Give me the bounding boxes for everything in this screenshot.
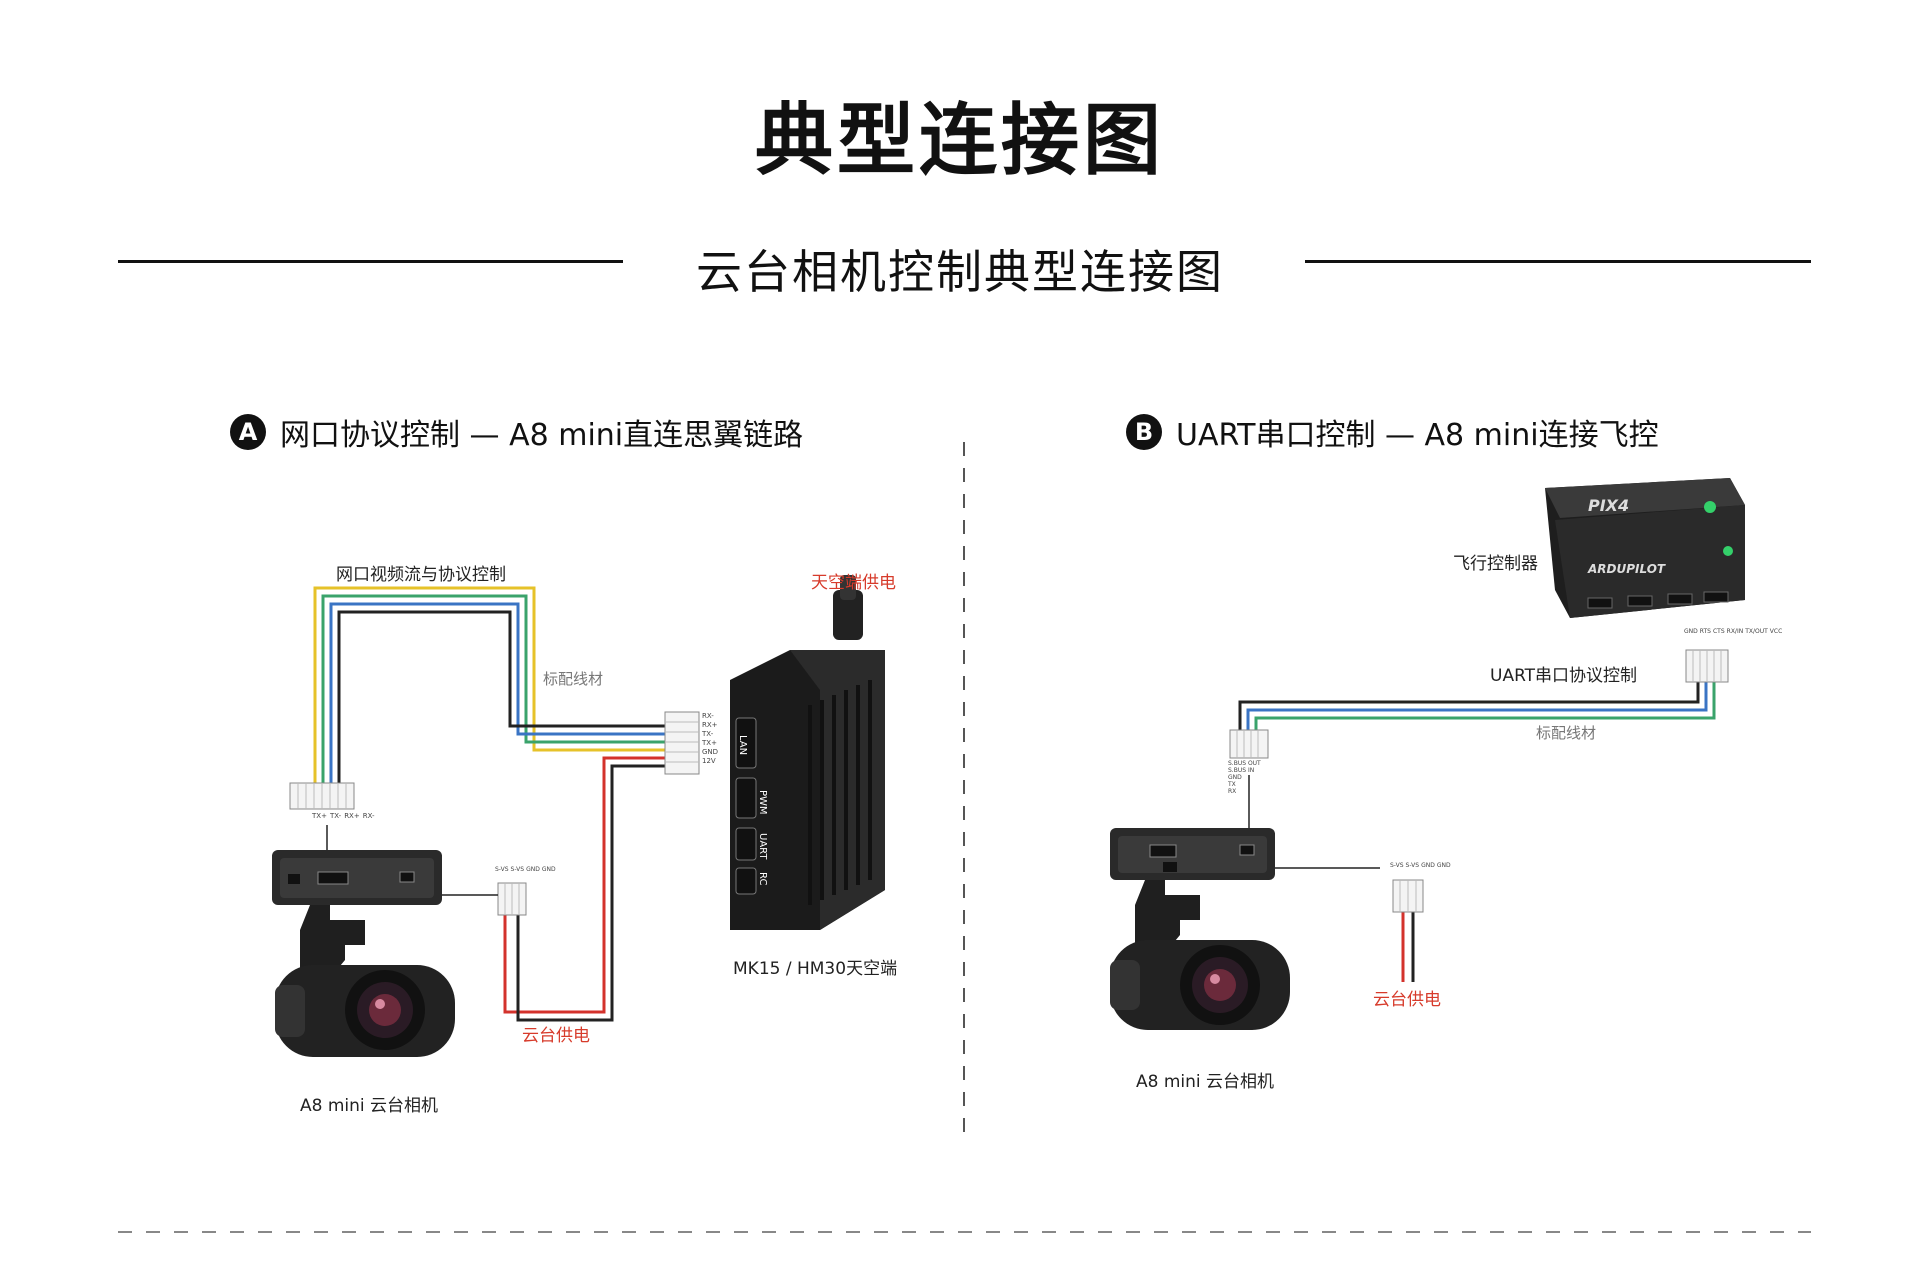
subtitle-right-rule xyxy=(1305,260,1811,263)
section-a-power-connector xyxy=(430,882,527,916)
pin-label: GND xyxy=(1684,628,1698,635)
section-a-std-cable-label: 标配线材 xyxy=(543,670,604,688)
pin-label: RX+ xyxy=(702,721,718,729)
section-b-std-cable-label: 标配线材 xyxy=(1536,724,1597,742)
section-a-air-unit xyxy=(730,575,885,930)
section-b-fc-pin-labels: GND RTS CTS RX/IN TX/OUT VCC xyxy=(1684,628,1782,635)
pin-label: RX xyxy=(1228,788,1237,795)
pin-label: GND xyxy=(526,866,540,873)
section-a-airunit-pin-labels: RX- RX+ TX- TX+ GND 12V xyxy=(702,712,718,766)
pin-label: TX/OUT xyxy=(1745,628,1768,635)
pin-label: RX+ xyxy=(344,812,360,820)
pin-label: GND xyxy=(1421,862,1435,869)
section-b-power-pin-labels: S-VS S-VS GND GND xyxy=(1390,862,1451,869)
section-b-title: UART串口控制 — A8 mini连接飞控 xyxy=(1176,418,1659,453)
pin-label: TX xyxy=(1228,781,1236,788)
page-subtitle: 云台相机控制典型连接图 xyxy=(696,245,1224,299)
section-a-airunit-connector xyxy=(664,711,700,775)
pin-label: S-VS xyxy=(510,866,525,873)
pin-label: S.BUS IN xyxy=(1228,767,1255,774)
pin-label: RTS xyxy=(1699,628,1711,635)
section-a-air-power-label: 天空端供电 xyxy=(811,573,896,593)
pin-label: GND xyxy=(1436,862,1451,869)
port-label-rc: RC xyxy=(757,872,768,886)
section-b-heading: B UART串口控制 — A8 mini连接飞控 xyxy=(1126,410,1659,454)
section-a-camera-connector xyxy=(289,782,355,860)
section-b-camera-pin-labels: S.BUS OUT S.BUS IN GND TX RX xyxy=(1228,760,1261,795)
section-a-badge: A xyxy=(230,414,266,450)
pin-label: 12V xyxy=(702,757,716,765)
section-a-title: 网口协议控制 — A8 mini直连思翼链路 xyxy=(280,418,804,453)
section-a-camera xyxy=(272,850,455,1057)
section-a-power-pin-labels: S-VS S-VS GND GND xyxy=(495,866,556,873)
pin-label: S-VS xyxy=(1405,862,1420,869)
pin-label: CTS xyxy=(1712,628,1725,635)
section-a-camera-pin-labels: TX+ TX- RX+ RX- xyxy=(312,812,375,820)
section-b-fc-label: 飞行控制器 xyxy=(1453,554,1538,574)
port-label-uart: UART xyxy=(757,833,768,860)
page-title: 典型连接图 xyxy=(754,96,1165,186)
pin-label: TX- xyxy=(329,812,342,820)
section-a-gimbal-power-label: 云台供电 xyxy=(522,1026,590,1046)
section-a-power-cables xyxy=(503,756,665,1022)
section-b-camera-label: A8 mini 云台相机 xyxy=(1136,1072,1275,1092)
pin-label: S-VS xyxy=(495,866,509,873)
section-a-air-unit-label: MK15 / HM30天空端 xyxy=(733,959,898,979)
port-label-pwm: PWM xyxy=(757,790,768,815)
pin-label: VCC xyxy=(1769,628,1783,635)
section-a-ethernet-cables xyxy=(313,586,665,783)
port-label-lan: LAN xyxy=(737,735,748,756)
pin-label: GND xyxy=(1228,774,1242,781)
pin-label: S-VS xyxy=(1390,862,1404,869)
section-b-uart-cables xyxy=(1238,682,1716,730)
section-a-cable-top-label: 网口视频流与协议控制 xyxy=(336,565,506,585)
pin-label: RX- xyxy=(702,712,714,720)
pin-label: GND xyxy=(541,866,556,873)
pin-label: TX+ xyxy=(702,739,717,747)
pin-label: RX- xyxy=(362,812,375,820)
section-b-uart-label: UART串口协议控制 xyxy=(1490,666,1638,686)
section-b-gimbal-power-label: 云台供电 xyxy=(1373,990,1441,1010)
section-b-camera xyxy=(1110,828,1290,1030)
fc-brand-label: ARDUPILOT xyxy=(1588,562,1666,576)
pin-label: S.BUS OUT xyxy=(1228,760,1261,767)
section-b-flight-controller xyxy=(1545,478,1745,618)
section-a-camera-label: A8 mini 云台相机 xyxy=(300,1096,439,1116)
section-b-camera-connector xyxy=(1229,729,1269,840)
section-b-fc-connector xyxy=(1685,649,1729,683)
section-b-power-cables xyxy=(1401,912,1415,982)
pin-label: GND xyxy=(702,748,719,756)
fc-model-label: PIX4 xyxy=(1588,496,1630,515)
pin-label: RX/IN xyxy=(1726,628,1744,635)
section-a-heading: A 网口协议控制 — A8 mini直连思翼链路 xyxy=(230,410,803,454)
subtitle-left-rule xyxy=(118,260,623,263)
pin-label: TX+ xyxy=(312,812,327,820)
pin-label: TX- xyxy=(702,730,714,738)
section-b-badge: B xyxy=(1126,414,1162,450)
